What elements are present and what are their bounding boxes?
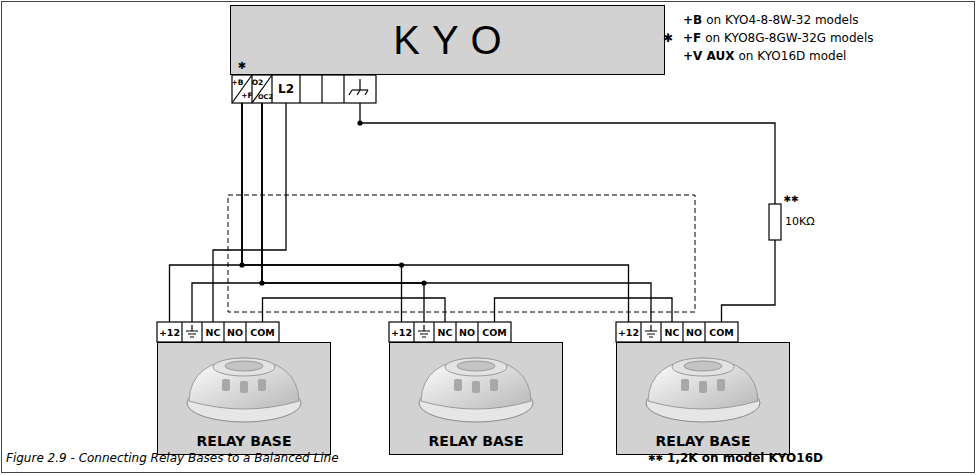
terminal-divider <box>640 322 641 342</box>
cable-bundle-outline <box>228 195 695 312</box>
wire <box>263 298 446 322</box>
base-housing: RELAY BASE <box>389 342 563 455</box>
smoke-detector-illustration <box>184 347 304 425</box>
terminal-name: NC <box>665 328 680 338</box>
terminal-divider <box>321 75 322 103</box>
earth-symbol <box>645 325 657 337</box>
base-housing: RELAY BASE <box>616 342 790 455</box>
terminal-divider <box>413 322 414 342</box>
panel-terminal-strip <box>232 75 376 103</box>
relay-base: RELAY BASE <box>157 322 331 455</box>
terminal-name: +12 <box>618 328 639 338</box>
terminal-divider <box>477 322 478 342</box>
terminal-block <box>232 75 376 103</box>
resistor-value: 10KΩ <box>785 216 815 227</box>
smoke-detector-illustration <box>187 358 301 422</box>
base-label: RELAY BASE <box>656 434 751 448</box>
junction-dot <box>259 280 264 285</box>
terminal-name: +B <box>231 79 243 87</box>
wire <box>495 298 673 322</box>
note-marker: ✱✱ <box>783 195 798 204</box>
terminal-divider <box>181 322 182 342</box>
terminal-name: COM <box>482 328 507 338</box>
terminal-divider <box>660 322 661 342</box>
wire <box>262 103 651 322</box>
chassis-ground-symbol <box>357 90 360 95</box>
smoke-detector-illustration <box>416 347 536 425</box>
terminal-diagonal <box>232 75 252 103</box>
wire <box>213 103 286 322</box>
relay-base: RELAY BASE <box>389 322 563 455</box>
terminal-divider <box>704 322 705 342</box>
terminal-name: COM <box>709 328 734 338</box>
wire <box>192 103 262 322</box>
terminal-divider <box>343 75 344 103</box>
base-terminal-strip <box>389 322 511 342</box>
terminal-divider <box>299 75 300 103</box>
smoke-detector-illustration <box>646 358 760 422</box>
panel-housing: KYO <box>230 5 665 75</box>
terminal-name: NC <box>438 328 453 338</box>
wire <box>360 103 775 322</box>
terminal-divider <box>223 322 224 342</box>
base-housing: RELAY BASE <box>157 342 331 455</box>
smoke-detector-illustration <box>419 358 533 422</box>
base-label: RELAY BASE <box>429 434 524 448</box>
terminal-name: L2 <box>278 83 294 95</box>
terminal-block <box>157 322 279 342</box>
terminal-diagonal <box>252 75 272 103</box>
terminal-name: NO <box>686 328 702 338</box>
resistor-symbol <box>769 204 781 240</box>
terminal-divider <box>433 322 434 342</box>
note-terminal: +V AUX <box>683 50 734 62</box>
terminal-name: +12 <box>159 328 180 338</box>
terminal-name: OC2 <box>258 94 273 101</box>
terminal-name: NO <box>227 328 243 338</box>
base-label: RELAY BASE <box>197 434 292 448</box>
junction-dot <box>239 262 244 267</box>
terminal-divider <box>682 322 683 342</box>
terminal-marker: ✱ <box>238 61 246 71</box>
terminal-name: NC <box>206 328 221 338</box>
terminal-divider <box>201 322 202 342</box>
junction-dot <box>399 262 404 267</box>
panel-name: KYO <box>393 20 513 60</box>
junction-dot <box>357 120 362 125</box>
note-text: on KYO4-8-8W-32 models <box>706 14 858 26</box>
terminal-block <box>616 322 738 342</box>
note-text: 1,2K on model KYO16D <box>667 452 823 464</box>
terminal-divider <box>245 322 246 342</box>
chassis-ground-symbol <box>365 90 368 95</box>
terminal-name: NO <box>459 328 475 338</box>
note-marker: ✱✱ <box>648 454 663 463</box>
terminal-name: COM <box>250 328 275 338</box>
chassis-ground-symbol <box>359 79 360 90</box>
note-marker: ✱ <box>663 32 673 44</box>
note-text: on KYO8G-8GW-32G models <box>705 32 873 44</box>
note-terminal: +B <box>683 14 702 26</box>
earth-symbol <box>418 325 430 337</box>
control-panel: KYO <box>230 5 665 103</box>
terminal-divider <box>455 322 456 342</box>
note-text: on KYO16D model <box>738 50 846 62</box>
base-terminal-strip <box>157 322 279 342</box>
terminal-block <box>389 322 511 342</box>
terminal-name: O2 <box>252 79 264 87</box>
note-terminal: +F <box>683 32 701 44</box>
base-terminal-strip <box>616 322 738 342</box>
terminal-name: +F <box>241 92 252 100</box>
figure-caption: Figure 2.9 - Connecting Relay Bases to a… <box>6 452 339 464</box>
wire <box>242 103 402 322</box>
chassis-ground-symbol <box>349 90 352 95</box>
terminal-name: +12 <box>391 328 412 338</box>
relay-base: RELAY BASE <box>616 322 790 455</box>
wire <box>242 103 629 322</box>
smoke-detector-illustration <box>643 347 763 425</box>
junction-dot <box>421 280 426 285</box>
earth-symbol <box>186 325 198 337</box>
wire <box>170 103 243 322</box>
